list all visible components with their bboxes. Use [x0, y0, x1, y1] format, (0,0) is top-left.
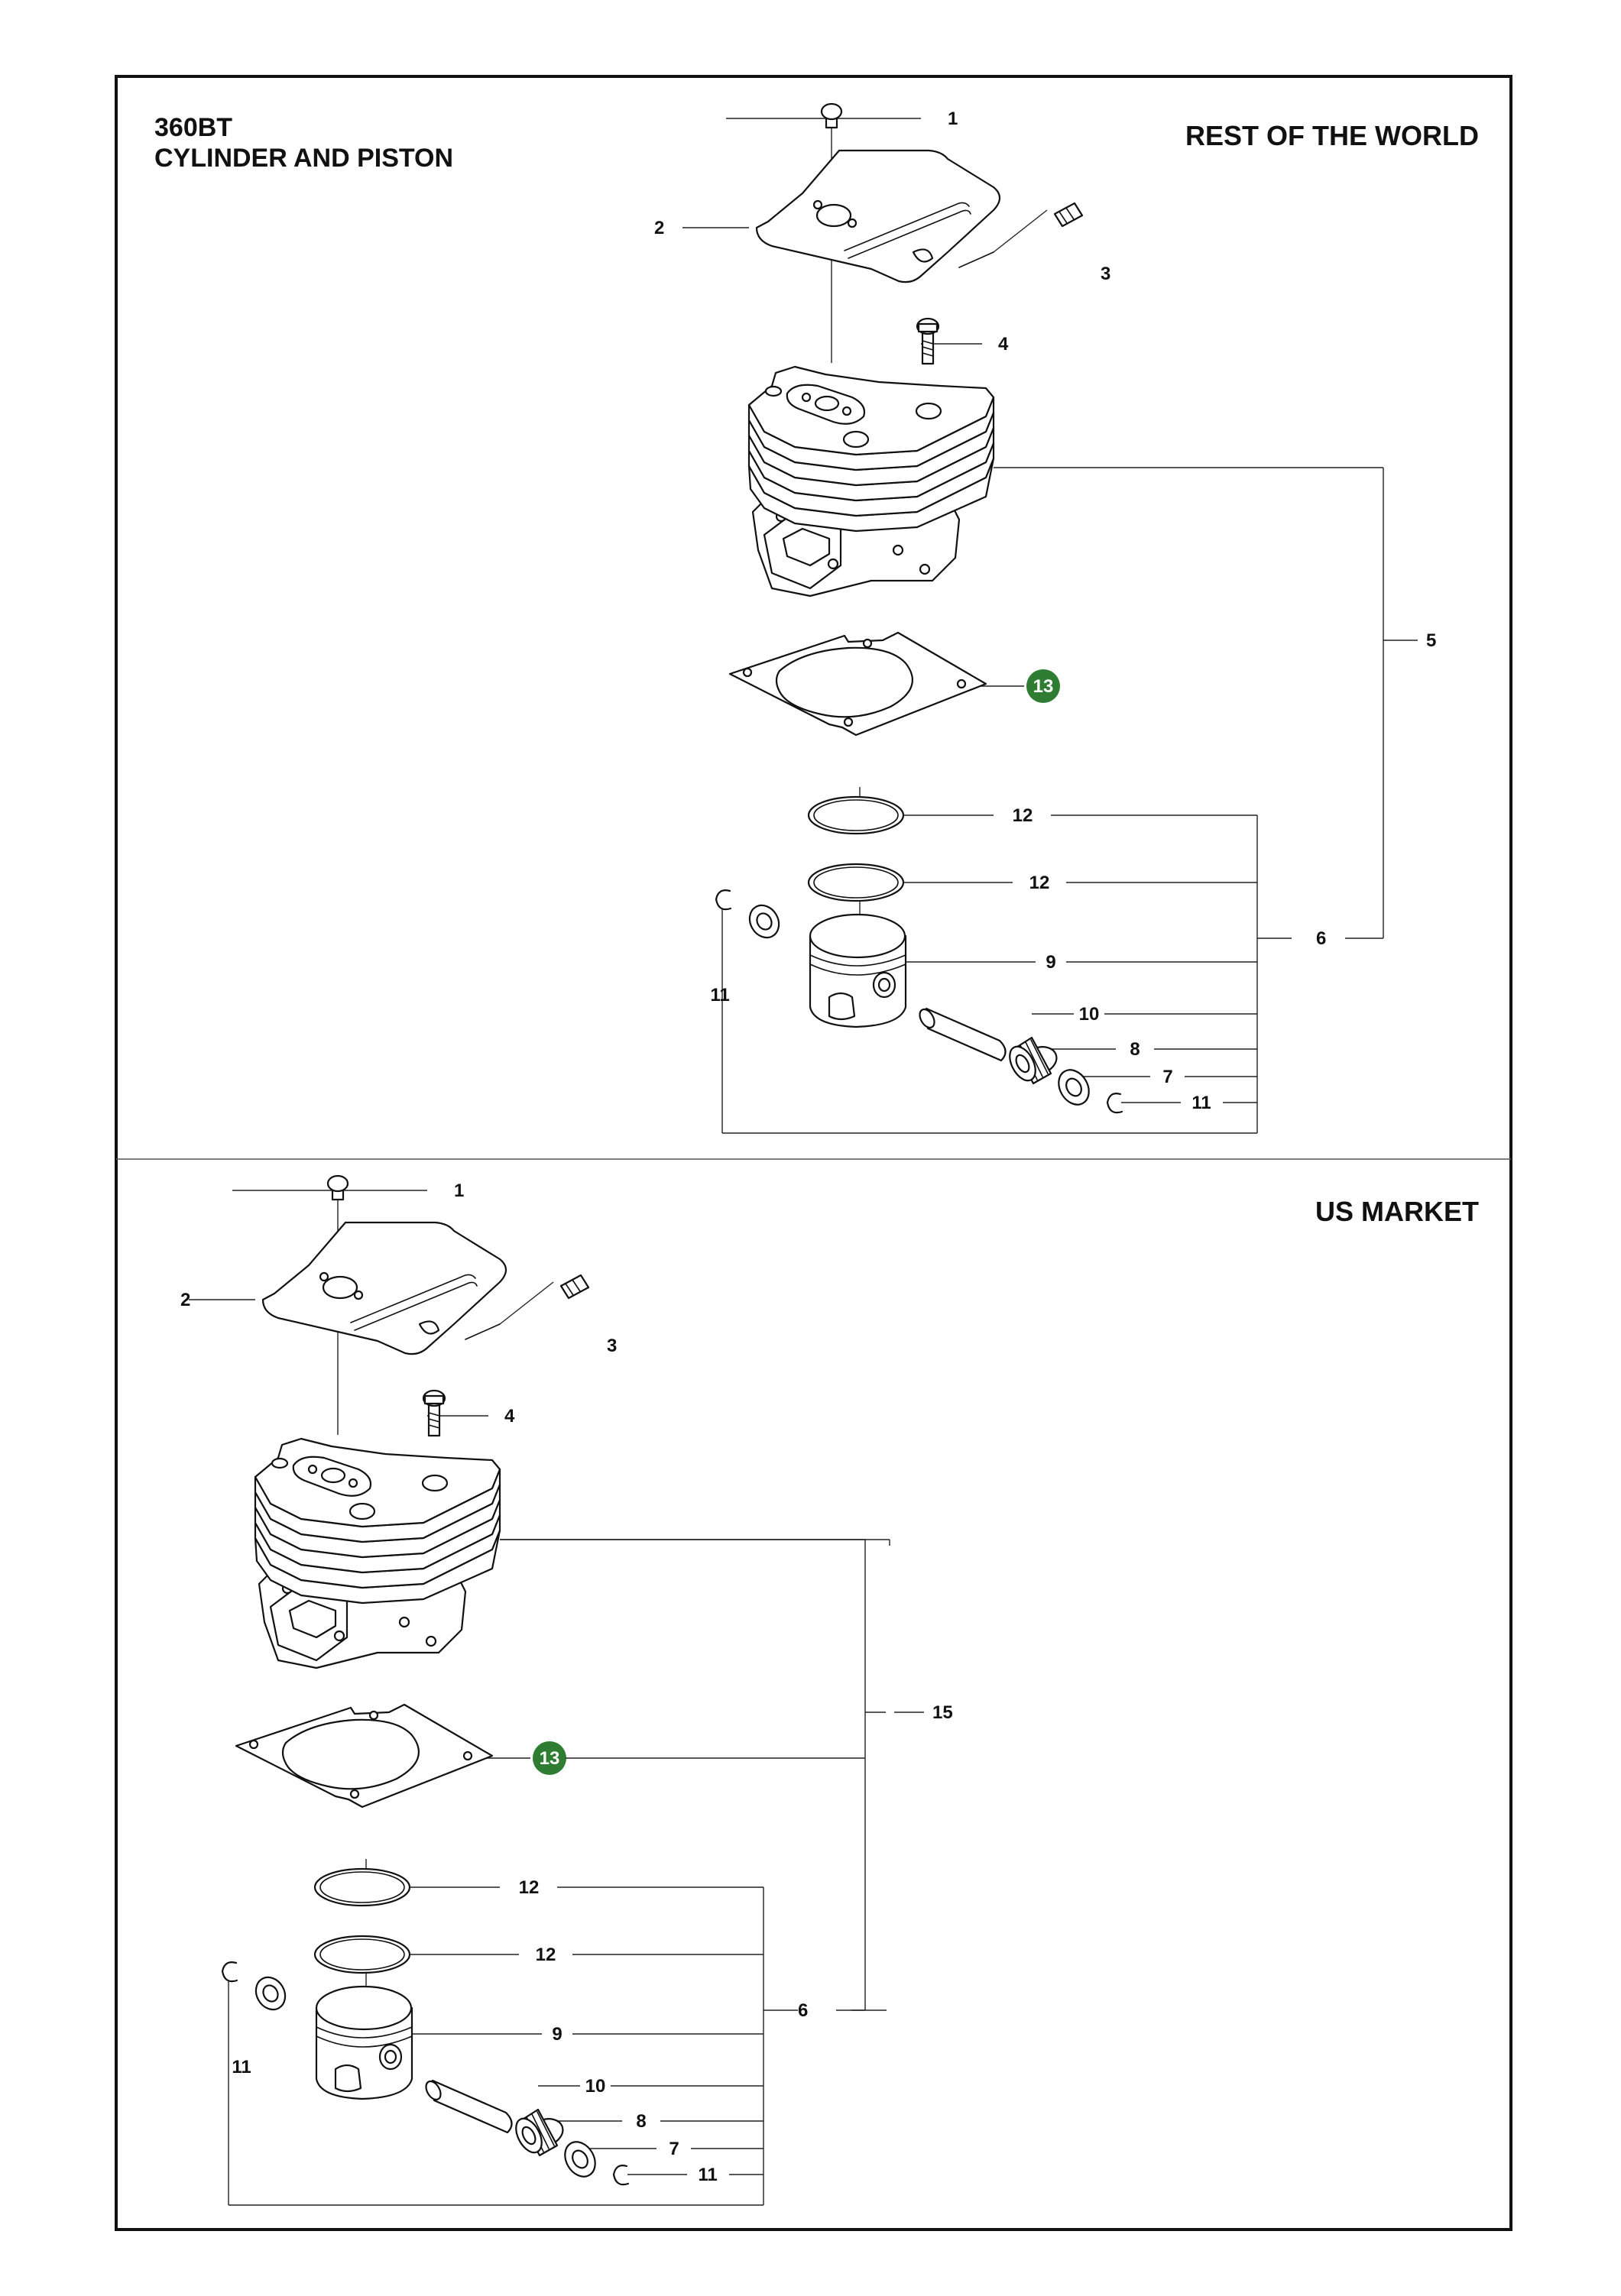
model-title: 360BT: [154, 113, 232, 142]
callout-piston-kit: 6: [798, 2000, 808, 2021]
callout-piston: 9: [1046, 952, 1055, 973]
callout-pin: 10: [585, 2076, 606, 2097]
callout-gasket-badge: 13: [1033, 676, 1054, 697]
callout-ring-upper: 12: [1013, 805, 1033, 826]
callout-bearing: 8: [636, 2111, 646, 2132]
callout-screw-cover: 1: [454, 1180, 464, 1201]
us-market-kit-bracket: [500, 1539, 894, 2019]
callout-ring-upper: 12: [519, 1877, 540, 1898]
callout-piston-kit: 6: [1316, 928, 1326, 949]
callout-clip: 3: [607, 1336, 617, 1356]
callout-labels: 1 2 3 4 5 6 12 12 9 10 8 7 11 11 13: [654, 108, 1436, 1113]
callout-clip: 3: [1101, 264, 1110, 284]
callout-cover-plate: 2: [654, 218, 664, 238]
page-frame: [115, 75, 1512, 2231]
callout-gasket-badge: 13: [540, 1748, 560, 1769]
callout-circlip-left: 11: [232, 2057, 251, 2077]
section-title: REST OF THE WORLD: [1185, 120, 1479, 151]
callout-circlip-right: 11: [698, 2165, 717, 2185]
callout-bolt: 4: [504, 1406, 515, 1426]
callout-bolt: 4: [998, 334, 1009, 355]
callout-cover-plate: 2: [180, 1290, 190, 1310]
callout-cylinder-kit: 15: [932, 1702, 953, 1723]
section-title: US MARKET: [1315, 1196, 1479, 1227]
callout-labels: 1 2 3 4 15 6 12 12 9 10 8 7 11 11 13: [180, 1180, 953, 2185]
callout-circlip-left: 11: [710, 985, 729, 1006]
section-us-market: US MARKET 1 2 3 4 15 6 12 12 9 10 8 7 11…: [180, 1174, 1479, 2207]
callout-ring-lower: 12: [536, 1945, 556, 1965]
callout-pin: 10: [1079, 1004, 1100, 1025]
callout-bearing: 8: [1130, 1039, 1140, 1060]
section-rest-of-world: REST OF THE WORLD 1 2 3 4 5 6 12 12 9 10…: [654, 102, 1479, 1135]
callout-circlip-right: 11: [1191, 1093, 1211, 1113]
callout-washer: 7: [1162, 1067, 1172, 1087]
callout-piston: 9: [552, 2024, 562, 2045]
callout-cylinder-kit: 5: [1426, 630, 1436, 651]
diagram-subtitle: CYLINDER AND PISTON: [154, 144, 453, 173]
callout-screw-cover: 1: [948, 108, 958, 129]
callout-ring-lower: 12: [1029, 873, 1050, 893]
callout-washer: 7: [669, 2139, 679, 2159]
